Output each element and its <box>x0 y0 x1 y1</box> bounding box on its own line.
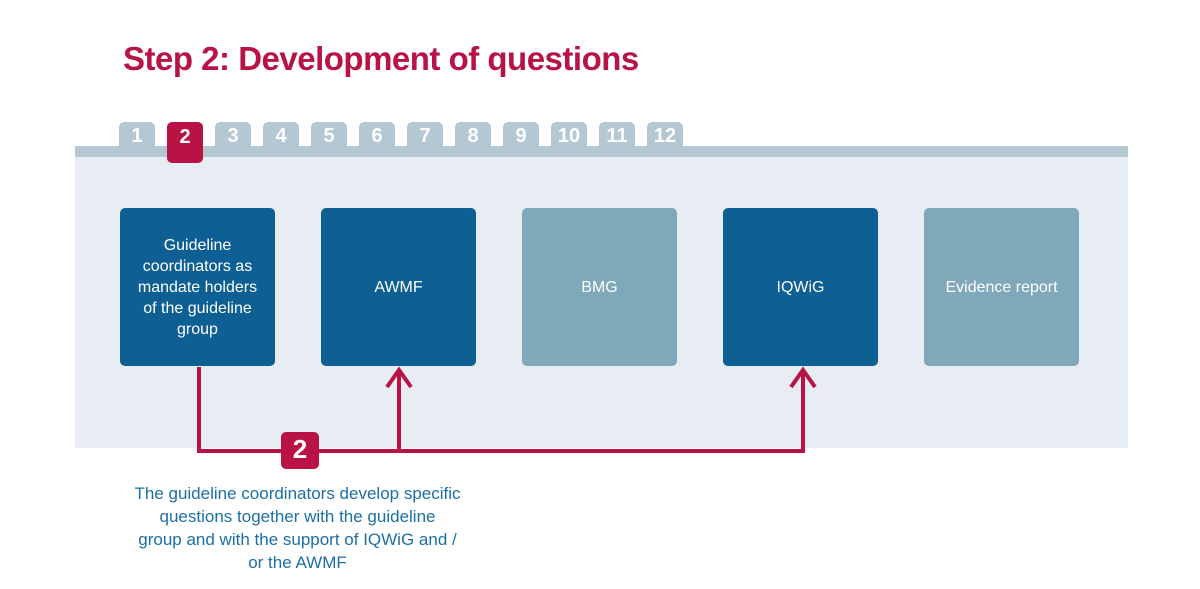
step-tab-6[interactable]: 6 <box>359 122 395 152</box>
node-evidence-report: Evidence report <box>924 208 1079 366</box>
step-tab-9[interactable]: 9 <box>503 122 539 152</box>
step-nav: 1 2 3 4 5 6 7 8 9 10 11 12 <box>119 122 683 163</box>
step-tab-3[interactable]: 3 <box>215 122 251 152</box>
node-iqwig: IQWiG <box>723 208 878 366</box>
step-2-badge: 2 <box>281 432 319 469</box>
step-tab-5[interactable]: 5 <box>311 122 347 152</box>
step-tab-12[interactable]: 12 <box>647 122 683 152</box>
step-tab-11[interactable]: 11 <box>599 122 635 152</box>
step-tab-10[interactable]: 10 <box>551 122 587 152</box>
node-bmg: BMG <box>522 208 677 366</box>
step-tab-7[interactable]: 7 <box>407 122 443 152</box>
page-title: Step 2: Development of questions <box>123 40 639 77</box>
step-tab-1[interactable]: 1 <box>119 122 155 152</box>
caption-text: The guideline coordinators develop speci… <box>134 484 461 572</box>
step-tab-2-active[interactable]: 2 <box>167 122 203 163</box>
step-tab-8[interactable]: 8 <box>455 122 491 152</box>
step-tab-4[interactable]: 4 <box>263 122 299 152</box>
node-awmf: AWMF <box>321 208 476 366</box>
node-guideline-coordinators: Guideline coordinators as mandate holder… <box>120 208 275 366</box>
